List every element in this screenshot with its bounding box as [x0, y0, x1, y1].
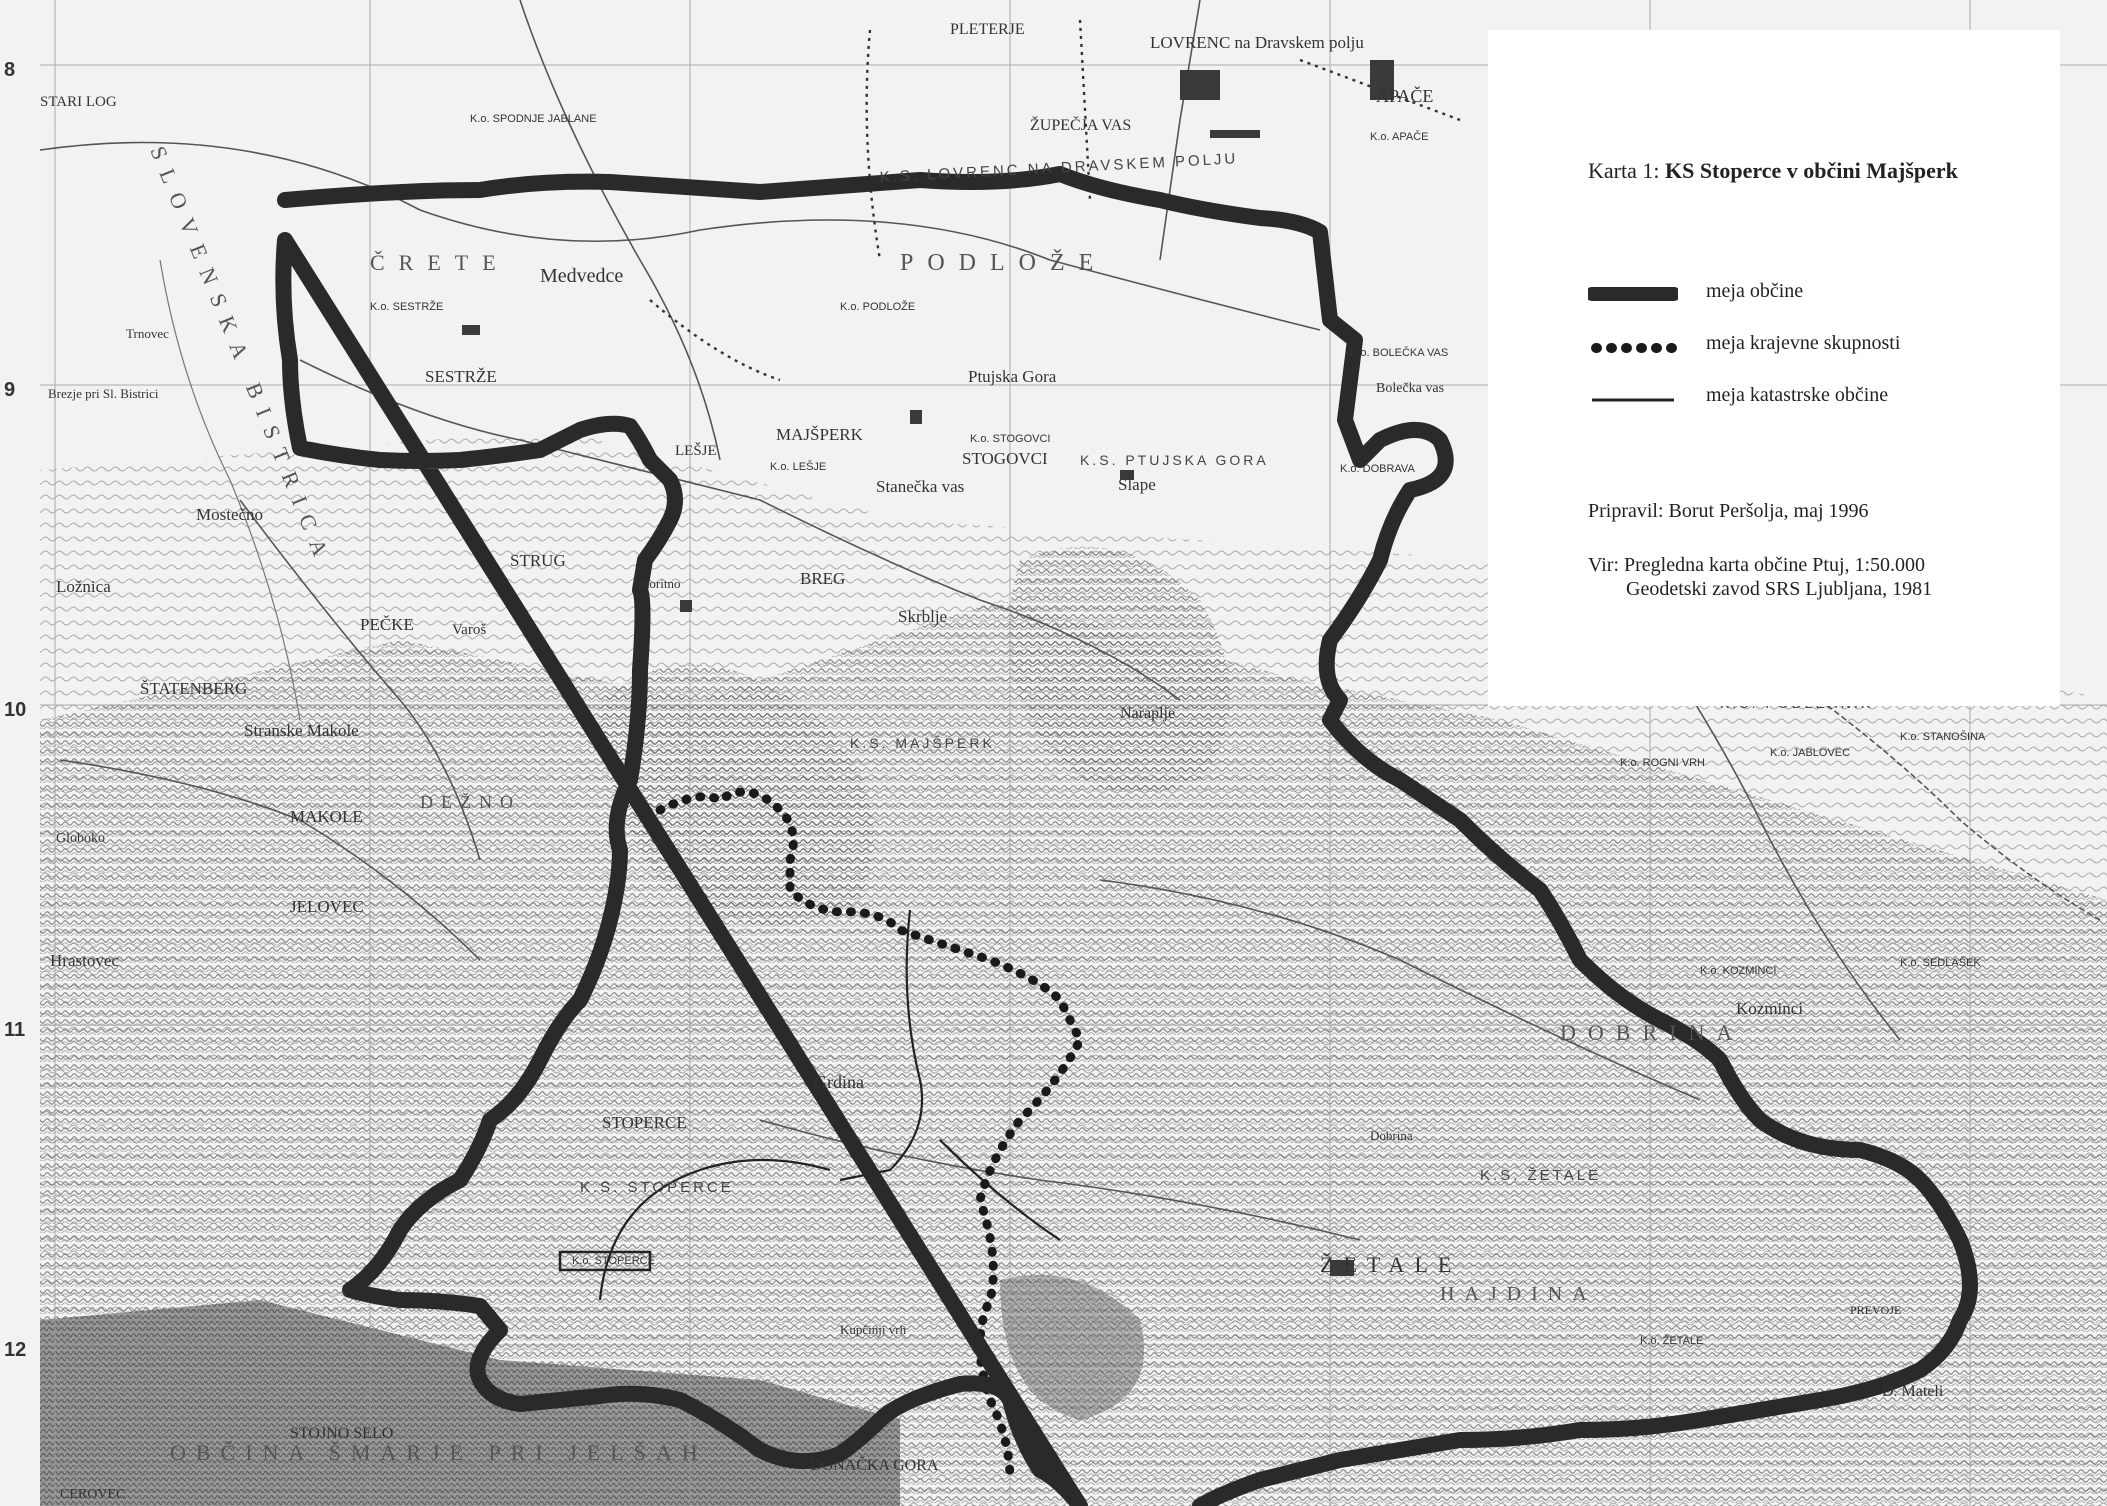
thick-line-symbol [1588, 287, 1678, 301]
roads-and-streams [39, 0, 2101, 1241]
region-label: PODLOŽE [900, 250, 1107, 276]
grid-row-10: 10 [4, 699, 26, 721]
ko-label: K.o. ŽETALE [1640, 1334, 1703, 1347]
ko-label: K.o. PODLOŽE [840, 300, 915, 313]
ks-label: K.S. MAJŠPERK [850, 735, 995, 751]
place-label: Globoko [56, 831, 105, 846]
place-label: PREVOJE [1850, 1303, 1901, 1317]
place-label: Grdina [814, 1072, 864, 1092]
ks-label: K.S. STOPERCE [580, 1179, 734, 1196]
ks-boundary-dotted [655, 787, 1086, 1485]
place-label: ŽETALE [1320, 1252, 1461, 1277]
prepared-by: Pripravil: Borut Peršolja, maj 1996 [1588, 500, 1869, 522]
grid-row-12: 12 [4, 1339, 26, 1361]
place-label: CEROVEC [60, 1487, 125, 1502]
legend-item-cadastral: meja katastrske občine [1588, 378, 2048, 418]
grid-row-9: 9 [4, 379, 15, 401]
ko-label: K.o. LEŠJE [770, 460, 826, 473]
place-label: LOVRENC na Dravskem polju [1150, 33, 1364, 52]
place-label: STARI LOG [40, 94, 117, 110]
place-label: Slape [1118, 475, 1156, 494]
legend-label: meja krajevne skupnosti [1706, 332, 1901, 354]
place-label: Stranske Makole [244, 721, 359, 740]
ko-label: K.o. APAČE [1370, 130, 1429, 143]
place-label: PEČKE [360, 615, 414, 634]
map-title-bold: KS Stoperce v občini Majšperk [1664, 158, 1958, 183]
place-label: Ložnica [56, 577, 111, 596]
place-label: DONAČKA GORA [810, 1455, 939, 1474]
legend-panel: Karta 1: KS Stoperce v občini Majšperk m… [1488, 30, 2060, 706]
ko-label: K.o. BOLEČKA VAS [1350, 346, 1448, 359]
region-label: OBČINA ŠMARJE PRI JELŠAH [170, 1440, 708, 1465]
legend-item-municipality: meja občine [1588, 274, 2048, 314]
place-label: Mostečno [196, 505, 263, 524]
ks-label: K.S. ŽETALE [1480, 1167, 1601, 1184]
grid-row-11: 11 [4, 1019, 25, 1041]
source-line-2: Geodetski zavod SRS Ljubljana, 1981 [1626, 578, 1933, 600]
place-label: MAKOLE [290, 807, 363, 826]
place-label: STOJNO SELO [290, 1425, 393, 1442]
dotted-line-symbol [1591, 343, 1677, 353]
place-label: SESTRŽE [425, 367, 497, 386]
ko-label: K.o. JABLOVEC [1770, 747, 1850, 759]
place-label: Bolečka vas [1376, 381, 1444, 396]
ko-label: K.o. SPODNJE JABLANE [470, 113, 597, 125]
region-label: DOBRINA [1560, 1020, 1744, 1045]
region-label: DEŽNO [420, 791, 521, 812]
place-label: Hrastovec [50, 951, 119, 970]
ks-label: K.S. PTUJSKA GORA [1080, 452, 1269, 468]
place-label: Naraplje [1120, 705, 1175, 722]
thin-line-symbol [1592, 398, 1674, 402]
place-label: JELOVEC [290, 897, 364, 916]
source-line-1: Vir: Pregledna karta občine Ptuj, 1:50.0… [1588, 554, 1926, 576]
place-label: STRUG [510, 551, 566, 570]
ko-labels: K.o. SPODNJE JABLANE K.o. SESTRŽE K.o. P… [370, 113, 1986, 1347]
place-label: ŠTATENBERG [140, 679, 247, 698]
legend-item-ks: meja krajevne skupnosti [1588, 326, 2048, 366]
place-label: APAČE [1376, 85, 1433, 106]
place-label: LEŠJE [675, 442, 717, 459]
legend-label: meja občine [1706, 280, 1804, 302]
ko-label: K.o. SESTRŽE [370, 300, 443, 313]
ko-label: K.o. KOZMINCI [1700, 965, 1776, 977]
place-label: Medvedce [540, 265, 623, 287]
place-label: Varoš [452, 622, 486, 638]
municipality-boundary [275, 166, 1978, 1506]
map-title-prefix: Karta 1: [1588, 158, 1660, 183]
railway-lines [649, 19, 1461, 382]
place-label: ŽUPEČJA VAS [1030, 115, 1131, 134]
place-label: Kozminci [1736, 999, 1803, 1018]
ko-label: K.o. STANOŠINA [1900, 730, 1986, 743]
place-label: STOGOVCI [962, 449, 1048, 468]
place-labels: STARI LOG Medvedce SESTRŽE MAJŠPERK LEŠJ… [40, 21, 1944, 1502]
ko-label: K.o. STOGOVCI [970, 433, 1051, 445]
grid-row-numbers: 8 9 10 11 12 [4, 59, 26, 1361]
place-label: BREG [800, 569, 845, 588]
place-label: Stanečka vas [876, 477, 964, 496]
place-label: Brezje pri Sl. Bistrici [48, 386, 159, 401]
ko-label: K.o. ROGNI VRH [1620, 757, 1705, 769]
place-label: Skrblje [898, 607, 947, 626]
cadastral-boundaries [598, 909, 1061, 1301]
region-label: HAJDINA [1440, 1283, 1597, 1305]
grid-row-8: 8 [4, 59, 15, 81]
region-label: ČRETE [370, 250, 510, 275]
ko-label: K.o. DOBRAVA [1340, 463, 1415, 475]
ko-label: K.o. STOPERCE [572, 1255, 655, 1267]
map-title: Karta 1: KS Stoperce v občini Majšperk [1588, 158, 1958, 184]
ko-label: K.o. SEDLAŠEK [1900, 956, 1981, 969]
place-label: Trnovec [126, 326, 169, 341]
place-label: Ptujska Gora [968, 367, 1057, 386]
place-label: PLETERJE [950, 21, 1025, 38]
place-label: D. Mateli [1882, 1383, 1944, 1400]
place-label: Kupčinji vrh [840, 1322, 907, 1337]
place-label: Dobrina [1370, 1128, 1413, 1143]
place-label: MAJŠPERK [776, 425, 864, 444]
place-label: STOPERCE [602, 1113, 687, 1132]
legend-label: meja katastrske občine [1706, 384, 1889, 406]
place-label: Koritno [640, 576, 680, 591]
